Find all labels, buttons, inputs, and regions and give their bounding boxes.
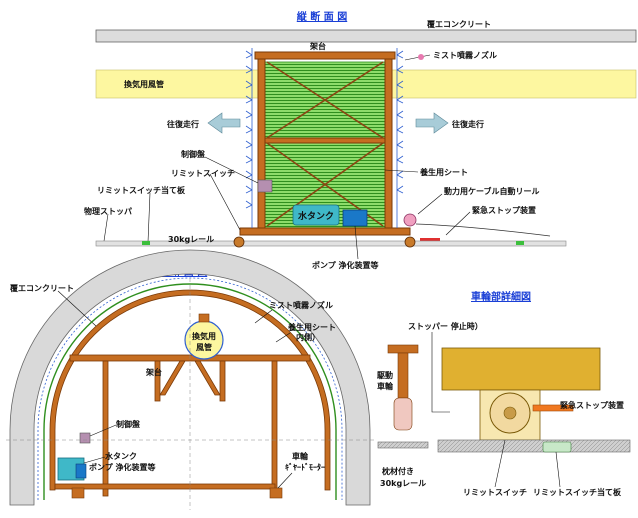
- label-cross-duct-1: 換気用: [192, 331, 216, 341]
- label-cross-wheel-1: 車輪: [292, 451, 309, 461]
- label-cross-control: 制御盤: [116, 419, 141, 429]
- label-physical-stopper: 物理ストッパ: [84, 206, 132, 216]
- leader-limit-switch: [209, 173, 241, 231]
- leader-detail-stopper: [431, 332, 450, 413]
- detail-column: [397, 352, 409, 399]
- leader-detail-limit-plate: [555, 451, 561, 488]
- detail-limit-plate: [542, 441, 572, 453]
- detail-rail: [437, 439, 631, 453]
- title-wheel: 車輪部詳細図: [471, 290, 531, 303]
- leader-cross-tank: [83, 456, 106, 464]
- label-drive-2: 車輪: [377, 381, 394, 391]
- gantry-frame: [239, 51, 411, 236]
- label-rail: 30kgレール: [168, 235, 214, 244]
- label-water-tank: 水タンク: [298, 210, 334, 222]
- title-longitudinal: 縦 断 面 図: [297, 10, 347, 23]
- leader-cross-sheet: [275, 332, 291, 343]
- travel-arrow-left: [207, 112, 241, 134]
- detail-drive-wheel: [393, 397, 413, 431]
- duct-hanger: [198, 313, 210, 323]
- label-mist-nozzle: ミスト噴霧ノズル: [433, 50, 497, 60]
- leader-cross-control: [89, 424, 117, 437]
- wheel-left: [233, 236, 245, 248]
- label-limit-switch: リミットスイッチ: [171, 169, 235, 178]
- label-travel-left: 往復走行: [167, 119, 199, 129]
- cross-section: 横 断 面 図 覆エコンクリート 架台 換気用 風管 ミスト噴霧ノズル: [6, 249, 374, 510]
- label-cable-reel: 動力用ケーブル自動リール: [444, 186, 540, 196]
- label-lining: 覆エコンクリート: [427, 19, 491, 29]
- label-cross-gantry: 架台: [145, 367, 162, 377]
- nozzle-marker: [418, 54, 424, 60]
- leader-stopper: [103, 213, 109, 242]
- leader-cross-wheel: [277, 472, 293, 489]
- label-cross-sheet-2: 内側）: [296, 332, 320, 342]
- label-curing-sheet: 養生用シート: [419, 167, 468, 177]
- label-detail-limit-plate: リミットスイッチ当て板: [533, 487, 622, 497]
- label-sleeper-2: 30kgレール: [380, 479, 426, 488]
- label-gantry: 架台: [309, 41, 326, 51]
- detail-emergency-stop: [532, 404, 574, 412]
- cross-curing-sheet: [43, 283, 337, 500]
- label-cross-sheet-1: 養生用シート: [287, 322, 336, 332]
- longitudinal-section: 縦 断 面 図 覆エコンクリート 換気用風管 架台: [84, 10, 637, 270]
- label-cross-lining: 覆エコンクリート: [10, 283, 74, 293]
- label-cross-mist: ミスト噴霧ノズル: [269, 300, 333, 310]
- wheel-detail: 車輪部詳細図 駆動 車輪 枕材付き 30kgレール ストッパー 停止時） 緊急ス…: [376, 290, 631, 497]
- emergency-stop-bar: [420, 238, 440, 241]
- cross-wheel-left: [71, 487, 85, 499]
- cross-pump: [75, 463, 87, 479]
- label-cross-duct-2: 風管: [196, 342, 212, 352]
- detail-wheel-hub: [503, 406, 517, 420]
- label-control-panel: 制御盤: [181, 149, 206, 159]
- label-limit-plate: リミットスイッチ当て板: [97, 185, 186, 195]
- leader-cross-mist: [254, 309, 273, 324]
- label-drive-1: 駆動: [376, 370, 393, 380]
- travel-arrow-right: [415, 112, 449, 134]
- limit-plate-marker: [142, 241, 150, 245]
- label-detail-stopper: ストッパー 停止時）: [408, 321, 483, 331]
- leader-emergency: [445, 211, 471, 236]
- leader-control: [204, 156, 259, 184]
- curing-sheet: [264, 61, 386, 229]
- label-detail-limit-switch: リミットスイッチ: [463, 488, 527, 497]
- leader-mist: [404, 54, 431, 61]
- cross-control-panel: [79, 432, 91, 444]
- cross-wheel-right: [269, 487, 283, 499]
- label-cross-wheel-2: ｷﾞﾔｰﾄﾞﾓｰﾀｰ: [285, 462, 325, 472]
- label-travel-right: 往復走行: [452, 119, 484, 129]
- leader-limit-plate: [147, 192, 151, 243]
- water-tank: [292, 204, 340, 226]
- lining-ring: [9, 249, 371, 506]
- pump-unit: [342, 209, 368, 227]
- label-sleeper-1: 枕材付き: [382, 466, 414, 476]
- cable-reel: [403, 213, 417, 227]
- wheel-right: [404, 236, 416, 248]
- leader-cable-reel: [417, 193, 443, 215]
- detail-top-beam: [387, 344, 419, 354]
- mist-nozzles: [245, 48, 404, 228]
- cable-line: [415, 223, 551, 237]
- limit-plate-marker-right: [516, 241, 524, 245]
- label-pump: ポンプ 浄化装置等: [312, 260, 379, 270]
- leader-cross-lining: [57, 290, 97, 327]
- label-detail-emergency: 緊急ストップ装置: [560, 400, 624, 410]
- detail-sleeper: [377, 441, 429, 449]
- detail-gantry-box: [441, 347, 601, 391]
- leader-detail-limit-switch: [494, 439, 506, 488]
- label-emergency-stop: 緊急ストップ装置: [472, 205, 536, 215]
- lining-slab: [95, 29, 637, 43]
- leader-curing-sheet: [384, 169, 419, 173]
- leader-pump: [354, 225, 359, 260]
- label-cross-tank: 水タンク: [104, 451, 137, 461]
- label-cross-pump: ポンプ 浄化装置等: [89, 462, 156, 472]
- label-vent-duct: 換気用風管: [124, 79, 164, 89]
- rail-30kg: [95, 240, 567, 247]
- control-panel: [257, 179, 273, 193]
